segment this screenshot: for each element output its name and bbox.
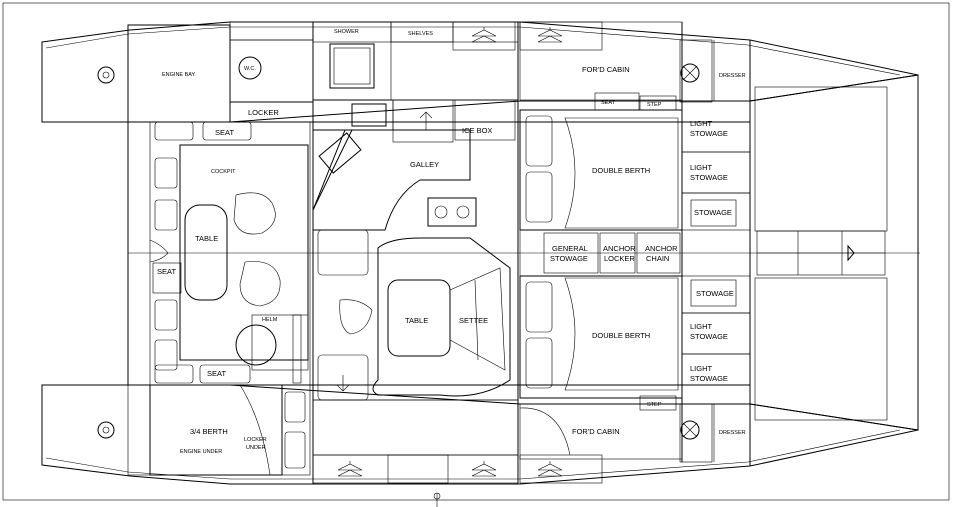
locker-label: LOCKER <box>248 108 279 117</box>
head-compartment <box>229 21 314 103</box>
seat-top-label: SEAT <box>215 128 234 137</box>
ford-cabin-bottom-label: FOR'D CABIN <box>572 427 620 436</box>
double-berth-bottom-label: DOUBLE BERTH <box>592 331 650 340</box>
anchor-locker-label-2: LOCKER <box>604 254 635 263</box>
shower-label: SHOWER <box>334 29 359 35</box>
light-stowage-1a: LIGHT <box>690 119 713 128</box>
engine-bay-bottom <box>97 384 151 476</box>
wc-label: W.C. <box>244 66 256 72</box>
locker-under-label-1: LOCKER <box>244 437 267 443</box>
light-stowage-3a: LIGHT <box>690 322 713 331</box>
general-stowage-label-2: STOWAGE <box>550 254 588 263</box>
engine-fitting-icon <box>97 66 115 84</box>
stove-icon <box>427 197 477 227</box>
anchor-locker-label-1: ANCHOR <box>603 244 636 253</box>
settee-label: SETTEE <box>459 316 488 325</box>
locker-under-label-2: UNDER <box>246 445 266 451</box>
light-stowage-2b: STOWAGE <box>690 173 728 182</box>
galley <box>312 99 516 231</box>
galley-sink-icon <box>318 132 362 174</box>
hanging-locker-top <box>452 21 516 51</box>
dresser-bottom-label: DRESSER <box>719 430 746 436</box>
helm-wheel-icon <box>235 324 277 366</box>
ford-cabin-top-label: FOR'D CABIN <box>582 65 630 74</box>
engine-fitting-icon-bottom <box>97 421 115 439</box>
drawing-frame <box>2 2 950 501</box>
cockpit-label: COCKPIT <box>211 169 236 175</box>
saloon-seating <box>317 229 511 401</box>
cockpit-table <box>184 204 228 301</box>
ice-box-label: ICE BOX <box>462 126 492 135</box>
stowage-bottom-label: STOWAGE <box>696 289 734 298</box>
cockpit <box>149 121 311 386</box>
light-stowage-4a: LIGHT <box>690 364 713 373</box>
berth-34 <box>149 384 311 476</box>
dresser-top-label: DRESSER <box>719 73 746 79</box>
hatch-icon-bottom <box>680 420 700 440</box>
step-top-label: STEP <box>647 102 662 108</box>
step-bottom-label: STEP <box>647 402 662 408</box>
seat-ford-label: SEAT <box>601 100 616 106</box>
galley-label: GALLEY <box>410 160 439 169</box>
saloon-table-label: TABLE <box>405 316 428 325</box>
engine-under-label: ENGINE UNDER <box>180 449 222 455</box>
light-stowage-2a: LIGHT <box>690 163 713 172</box>
seat-bottom-label: SEAT <box>207 369 226 378</box>
wc-icon <box>238 56 262 80</box>
engine-bay-label: ENGINE BAY <box>162 72 196 78</box>
trampoline-nets <box>749 74 919 431</box>
bottom-corridor <box>312 399 519 484</box>
anchor-chain-label-1: ANCHOR <box>645 244 678 253</box>
double-berth-top-label: DOUBLE BERTH <box>592 166 650 175</box>
berth-34-label: 3/4 BERTH <box>190 427 228 436</box>
seat-side-label: SEAT <box>157 267 176 276</box>
stowage-column <box>681 100 751 405</box>
ford-cabin-bottom <box>519 395 715 484</box>
light-stowage-3b: STOWAGE <box>690 332 728 341</box>
general-stowage-label-1: GENERAL <box>552 244 588 253</box>
shelves-label: SHELVES <box>408 31 433 37</box>
helm-label: HELM <box>262 317 278 323</box>
hatch-icon-top <box>680 63 700 83</box>
light-stowage-4b: STOWAGE <box>690 374 728 383</box>
stowage-top-label: STOWAGE <box>694 208 732 217</box>
light-stowage-1b: STOWAGE <box>690 129 728 138</box>
corridor-floor-top <box>312 41 519 101</box>
cockpit-table-label: TABLE <box>195 234 218 243</box>
anchor-chain-label-2: CHAIN <box>646 254 669 263</box>
